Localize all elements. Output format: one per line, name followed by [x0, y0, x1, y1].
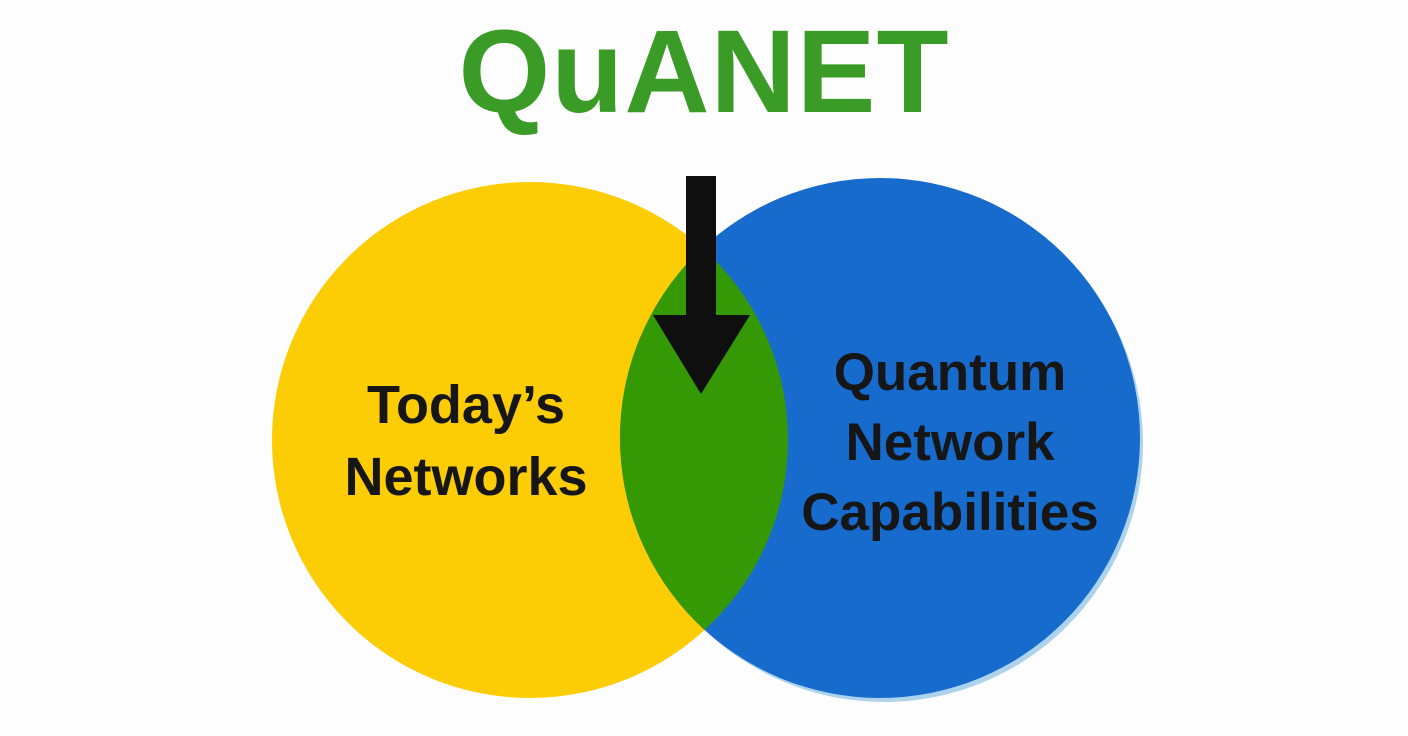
left-circle-label-line-1: Today’s [366, 375, 566, 435]
diagram-title: QuANET [458, 6, 950, 138]
down-arrow-icon [653, 176, 750, 394]
right-circle-label-line-3: Capabilities [801, 483, 1099, 542]
right-circle-label: Quantum Network Capabilities [768, 338, 1132, 548]
down-arrow-shape [653, 176, 750, 394]
left-circle-label-line-2: Networks [344, 447, 588, 507]
left-circle-label: Today’s Networks [286, 369, 646, 513]
right-circle-label-line-2: Network [845, 413, 1055, 472]
right-circle-label-line-1: Quantum [833, 343, 1067, 402]
